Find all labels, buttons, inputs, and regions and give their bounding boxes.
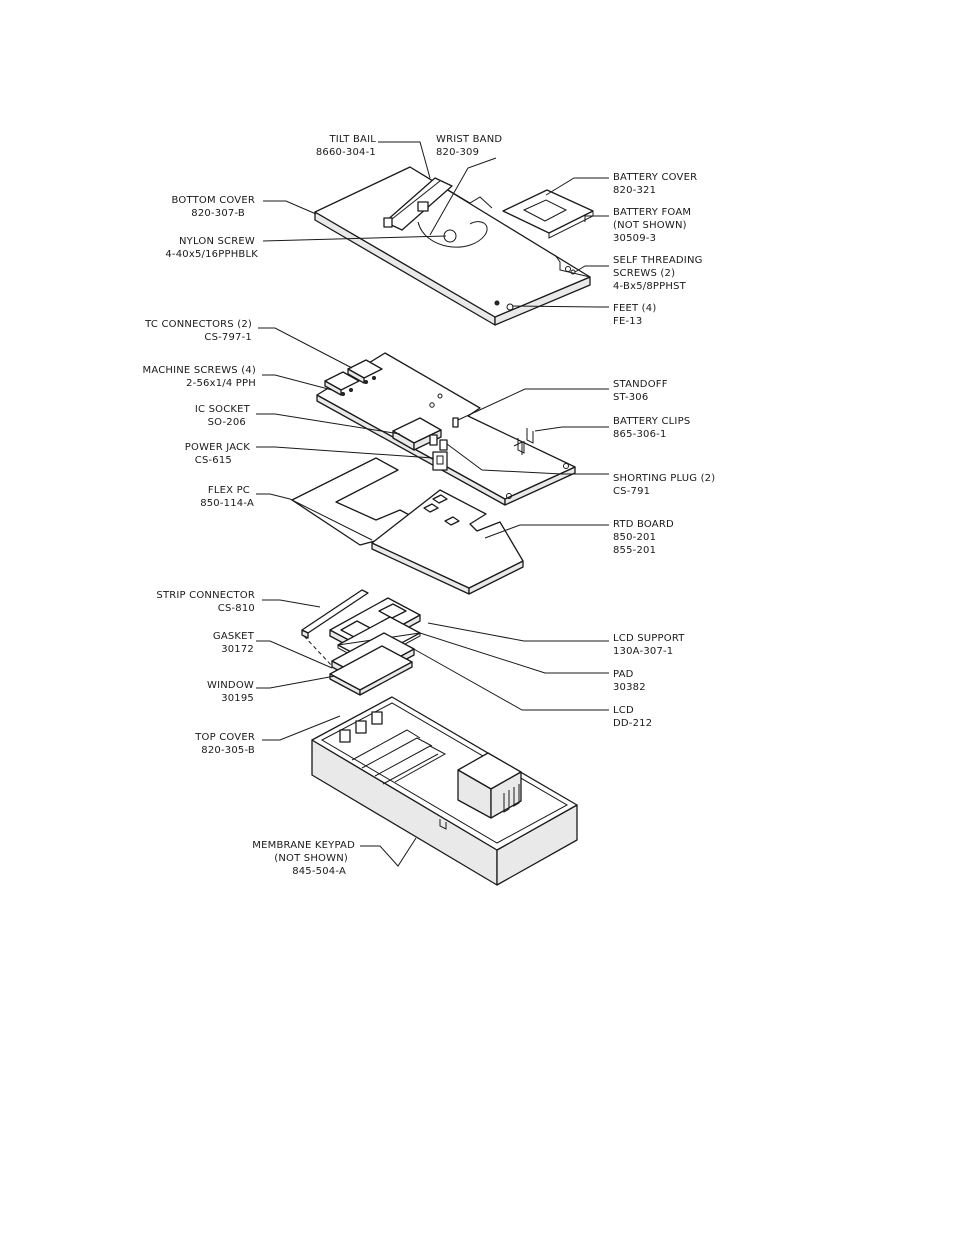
callout-pad: PAD 30382 (613, 669, 646, 693)
callout-self-threading-screws-name: SELF THREADING (613, 255, 703, 266)
callout-power-jack-name: POWER JACK (185, 442, 250, 453)
callout-gasket-name: GASKET (213, 631, 255, 642)
callout-nylon-screw-part-number: 4-40x5/16PPHBLK (165, 249, 258, 260)
callout-power-jack-part-number: CS-615 (195, 455, 232, 466)
callout-self-threading-screws-qty: SCREWS (2) (613, 268, 675, 279)
callout-top-cover-part-number: 820-305-B (201, 745, 255, 756)
top-cover-part (311, 696, 578, 886)
callout-machine-screws-part-number: 2-56x1/4 PPH (186, 378, 256, 389)
strip-connector-part (301, 589, 369, 639)
callout-tc-connectors: TC CONNECTORS (2) CS-797-1 (144, 319, 252, 343)
callout-top-cover: TOP COVER 820-305-B (194, 732, 255, 756)
callout-shorting-plug: SHORTING PLUG (2) CS-791 (613, 473, 715, 497)
callout-battery-foam-part-number: 30509-3 (613, 233, 656, 244)
callout-tilt-bail-part-number: 8660-304-1 (316, 147, 376, 158)
callout-flex-pc: FLEX PC 850-114-A (200, 485, 254, 509)
callout-flex-pc-name: FLEX PC (208, 485, 250, 496)
callout-battery-clips-part-number: 865-306-1 (613, 429, 667, 440)
callout-machine-screws: MACHINE SCREWS (4) 2-56x1/4 PPH (143, 365, 257, 389)
callout-lcd-part-number: DD-212 (613, 718, 652, 729)
callout-gasket-part-number: 30172 (221, 644, 254, 655)
standoff-part (452, 417, 459, 428)
callout-standoff: STANDOFF ST-306 (613, 379, 668, 403)
callout-feet-part-number: FE-13 (613, 316, 642, 327)
callout-tc-connectors-name: TC CONNECTORS (2) (144, 319, 252, 330)
callout-battery-cover-name: BATTERY COVER (613, 172, 697, 183)
callout-rtd-board-part-number-2: 855-201 (613, 545, 656, 556)
callout-standoff-name: STANDOFF (613, 379, 668, 390)
battery-clips-part (513, 428, 534, 455)
callout-gasket: GASKET 30172 (213, 631, 255, 655)
tilt-bail-part (383, 177, 453, 231)
shorting-plug-2 (439, 439, 448, 451)
callout-battery-clips: BATTERY CLIPS 865-306-1 (613, 416, 690, 440)
rtd-board-part (371, 489, 524, 595)
foot-marker (494, 300, 500, 306)
window-part (329, 645, 413, 696)
callout-lcd-name: LCD (613, 705, 634, 716)
callout-strip-connector-name: STRIP CONNECTOR (156, 590, 255, 601)
callout-nylon-screw: NYLON SCREW 4-40x5/16PPHBLK (165, 236, 258, 260)
circuit-board-part (316, 352, 576, 506)
callout-wrist-band-part-number: 820-309 (436, 147, 479, 158)
callout-tc-connectors-part-number: CS-797-1 (204, 332, 252, 343)
callout-battery-foam: BATTERY FOAM (NOT SHOWN) 30509-3 (613, 207, 691, 244)
callout-battery-cover-part-number: 820-321 (613, 185, 656, 196)
callout-membrane-keypad-part-number: 845-504-A (292, 866, 346, 877)
callout-flex-pc-part-number: 850-114-A (200, 498, 254, 509)
callout-bottom-cover: BOTTOM COVER 820-307-B (172, 195, 255, 219)
callout-bottom-cover-part-number: 820-307-B (191, 208, 245, 219)
callout-bottom-cover-name: BOTTOM COVER (172, 195, 255, 206)
callout-rtd-board-name: RTD BOARD (613, 519, 674, 530)
callout-battery-clips-name: BATTERY CLIPS (613, 416, 690, 427)
callout-window: WINDOW 30195 (207, 680, 254, 704)
callout-self-threading-screws-part-number: 4-Bx5/8PPHST (613, 281, 687, 292)
callout-machine-screws-name: MACHINE SCREWS (4) (143, 365, 257, 376)
callout-shorting-plug-part-number: CS-791 (613, 486, 650, 497)
callout-ic-socket-name: IC SOCKET (195, 404, 251, 415)
callout-top-cover-name: TOP COVER (194, 732, 255, 743)
callout-ic-socket-part-number: SO-206 (208, 417, 246, 428)
callout-lcd-support-name: LCD SUPPORT (613, 633, 685, 644)
leader-lines (256, 141, 609, 867)
callout-standoff-part-number: ST-306 (613, 392, 648, 403)
callout-rtd-board: RTD BOARD 850-201 855-201 (613, 519, 674, 556)
callout-pad-name: PAD (613, 669, 634, 680)
shorting-plug-1 (429, 434, 438, 446)
callout-lcd-support-part-number: 130A-307-1 (613, 646, 673, 657)
tc-connector-1 (347, 359, 383, 384)
battery-cover-part (502, 189, 594, 239)
callout-strip-connector: STRIP CONNECTOR CS-810 (156, 590, 255, 614)
callout-window-part-number: 30195 (221, 693, 254, 704)
callout-wrist-band-name: WRIST BAND (436, 134, 502, 145)
callout-battery-foam-note: (NOT SHOWN) (613, 220, 687, 231)
callout-power-jack: POWER JACK CS-615 (185, 442, 250, 466)
callout-feet: FEET (4) FE-13 (613, 303, 656, 327)
callout-ic-socket: IC SOCKET SO-206 (195, 404, 251, 428)
callout-battery-cover: BATTERY COVER 820-321 (613, 172, 697, 196)
callout-pad-part-number: 30382 (613, 682, 646, 693)
power-jack-part (432, 451, 448, 471)
callout-membrane-keypad-name: MEMBRANE KEYPAD (252, 840, 355, 851)
tc-connector-2 (324, 371, 360, 396)
callout-lcd: LCD DD-212 (613, 705, 652, 729)
callout-tilt-bail-name: TILT BAIL (328, 134, 376, 145)
callout-nylon-screw-name: NYLON SCREW (179, 236, 255, 247)
callout-feet-name: FEET (4) (613, 303, 656, 314)
callout-window-name: WINDOW (207, 680, 254, 691)
callout-membrane-keypad-note: (NOT SHOWN) (274, 853, 348, 864)
callout-wrist-band: WRIST BAND 820-309 (436, 134, 502, 158)
callout-membrane-keypad: MEMBRANE KEYPAD (NOT SHOWN) 845-504-A (252, 840, 355, 877)
callout-self-threading-screws: SELF THREADING SCREWS (2) 4-Bx5/8PPHST (613, 255, 703, 292)
callout-strip-connector-part-number: CS-810 (218, 603, 255, 614)
callout-shorting-plug-name: SHORTING PLUG (2) (613, 473, 715, 484)
callout-battery-foam-name: BATTERY FOAM (613, 207, 691, 218)
callout-lcd-support: LCD SUPPORT 130A-307-1 (613, 633, 685, 657)
callout-rtd-board-part-number-1: 850-201 (613, 532, 656, 543)
callout-tilt-bail: TILT BAIL 8660-304-1 (316, 134, 376, 158)
